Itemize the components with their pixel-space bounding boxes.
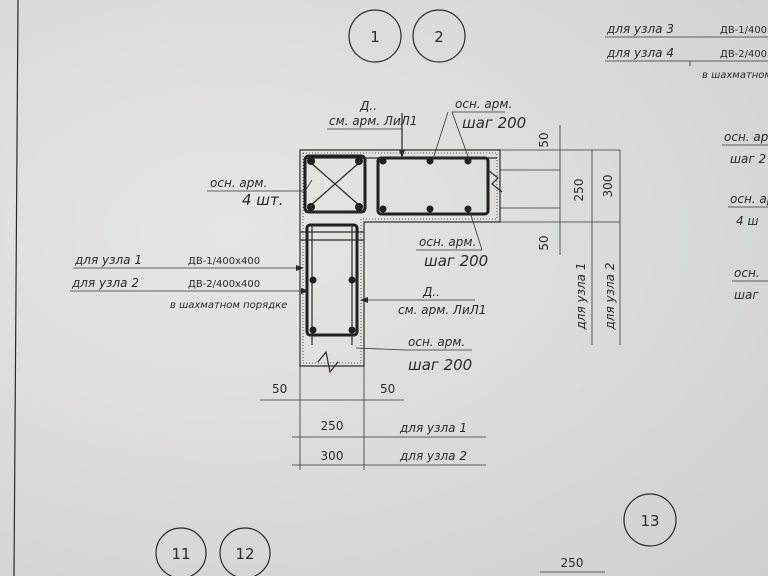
top-rebar-step-text: шаг 200 — [462, 114, 526, 132]
annotation-side-mark: Д.. см. арм. ЛиЛ1 — [360, 285, 486, 317]
callout-node4-value: ДВ-2/400 — [720, 49, 767, 60]
dim-bottom-total: 300 — [321, 449, 344, 463]
top-right-callout: для узла 3 ДВ-1/400 для узла 4 ДВ-2/400 … — [605, 22, 768, 81]
dim-right-node2: для узла 2 — [603, 263, 617, 331]
sheet-number-13: 13 — [623, 493, 677, 547]
sheet-number-1-text: 1 — [370, 28, 380, 46]
left-callout-node1-value: ДВ-1/400х400 — [188, 256, 260, 267]
top-rebar-text: осн. арм. — [455, 97, 512, 111]
side-mark-text: Д.. — [422, 285, 440, 299]
sheet-number-1: 1 — [348, 9, 402, 63]
web-stirrup — [305, 223, 359, 337]
rebar-dots — [307, 157, 472, 334]
left-callout-stagger-note: в шахматном порядке — [170, 300, 287, 311]
left-callout-node2-value: ДВ-2/400х400 — [188, 279, 260, 290]
mid-rebar-text: осн. арм. — [419, 235, 476, 249]
right-edge-label-c: осн. арм. — [730, 192, 768, 206]
annotation-left-rebar: осн. арм. 4 шт. — [207, 176, 313, 209]
sheet-number-2-text: 2 — [434, 28, 444, 46]
annotation-bottom-rebar: осн. арм. шаг 200 — [355, 335, 472, 374]
right-edge-labels: осн. арм. шаг 2 осн. арм. 4 ш осн. шаг — [722, 130, 768, 302]
dim-right-bottom: 50 — [537, 235, 551, 250]
right-edge-label-e: осн. — [734, 266, 760, 280]
callout-node3-label: для узла 3 — [606, 22, 674, 36]
dim-bottom-mid: 250 — [321, 419, 344, 433]
break-line-bottom — [317, 350, 339, 374]
top-mark-sub-text: см. арм. ЛиЛ1 — [329, 114, 417, 128]
dim-bottom-node2: для узла 2 — [399, 449, 467, 463]
mid-rebar-step-text: шаг 200 — [424, 252, 488, 270]
top-mark-text: Д.. — [359, 99, 377, 113]
right-edge-label-b: шаг 2 — [730, 152, 766, 166]
callout-node3-value: ДВ-1/400 — [720, 25, 767, 36]
sheet-number-11-text: 11 — [171, 545, 190, 563]
left-callout-node1-label: для узла 1 — [74, 253, 142, 267]
top-flange-stirrup — [376, 156, 490, 216]
right-edge-label-f: шаг — [734, 288, 759, 302]
dim-right-mid: 250 — [572, 179, 586, 202]
bottom-edge-dimension: 250 — [540, 556, 605, 573]
right-dimension-chain: 50 250 300 50 для узла 1 для узла 2 — [500, 125, 621, 345]
callout-node4-label: для узла 4 — [606, 46, 674, 60]
dim-bottom-node1: для узла 1 — [399, 421, 467, 435]
dim-bottom-right: 50 — [380, 382, 395, 396]
left-rebar-count-text: 4 шт. — [242, 191, 284, 209]
side-mark-sub-text: см. арм. ЛиЛ1 — [398, 303, 486, 317]
sheet-number-2: 2 — [412, 9, 466, 63]
left-callout-node2-label: для узла 2 — [71, 276, 139, 290]
right-edge-label-a: осн. арм. — [724, 130, 768, 144]
annotation-mid-rebar: осн. арм. шаг 200 — [416, 211, 488, 270]
right-edge-label-d: 4 ш — [736, 214, 758, 228]
dim-bottom-left: 50 — [272, 382, 287, 396]
dim-right-total: 300 — [601, 175, 615, 198]
sheet-number-13-text: 13 — [640, 512, 659, 530]
bottom-rebar-text: осн. арм. — [408, 335, 465, 349]
dim-bottom-edge: 250 — [561, 556, 584, 570]
annotation-top-mark: Д.. см. арм. ЛиЛ1 — [327, 99, 417, 158]
dim-right-top: 50 — [537, 132, 551, 147]
left-rebar-text: осн. арм. — [210, 176, 267, 190]
callout-stagger-note: в шахматном — [702, 70, 768, 81]
frame-border-line — [13, 0, 19, 576]
dim-right-node1: для узла 1 — [574, 263, 588, 331]
break-line-right — [487, 169, 503, 193]
sheet-number-12-text: 12 — [235, 545, 254, 563]
annotation-top-rebar: осн. арм. шаг 200 — [431, 97, 526, 163]
left-callout: для узла 1 ДВ-1/400х400 для узла 2 ДВ-2/… — [70, 253, 309, 311]
bottom-rebar-step-text: шаг 200 — [408, 356, 472, 374]
sheet-number-11: 11 — [155, 527, 207, 576]
bottom-dimension-chain: 50 50 250 300 для узла 1 для узла 2 — [260, 366, 486, 470]
sheet-number-12: 12 — [219, 527, 271, 576]
